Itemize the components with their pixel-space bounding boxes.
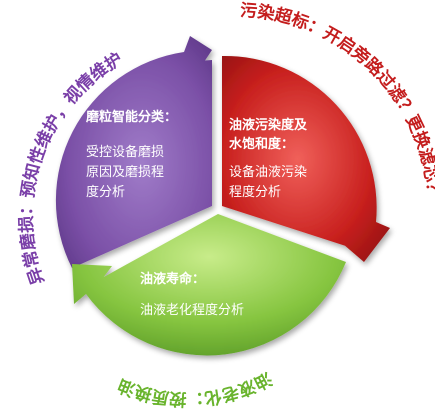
segment-purple-shape [55, 36, 212, 268]
purple-line-3: 度分析 [86, 184, 125, 200]
purple-line-1: 受控设备磨损 [86, 144, 164, 160]
green-line-1: 油液老化程度分析 [140, 302, 244, 318]
arc-label-bottom-path: 油液老化：按质换油 [115, 368, 276, 410]
segment-green [72, 214, 346, 356]
red-line-1: 设备油液污染 [229, 164, 307, 180]
green-title: 油液寿命： [140, 271, 205, 287]
red-line-2: 程度分析 [229, 184, 281, 200]
segment-purple [55, 36, 212, 268]
segment-red [222, 55, 390, 262]
red-title-2: 水饱和度： [229, 136, 294, 152]
segment-red-shape [222, 55, 390, 262]
segment-green-shape [72, 214, 346, 356]
purple-title: 磨粒智能分类： [86, 109, 177, 125]
arc-label-bottom: 油液老化：按质换油 [115, 368, 276, 410]
red-title-1: 油液污染度及 [229, 117, 308, 133]
purple-line-2: 原因及磨损程 [86, 165, 164, 180]
